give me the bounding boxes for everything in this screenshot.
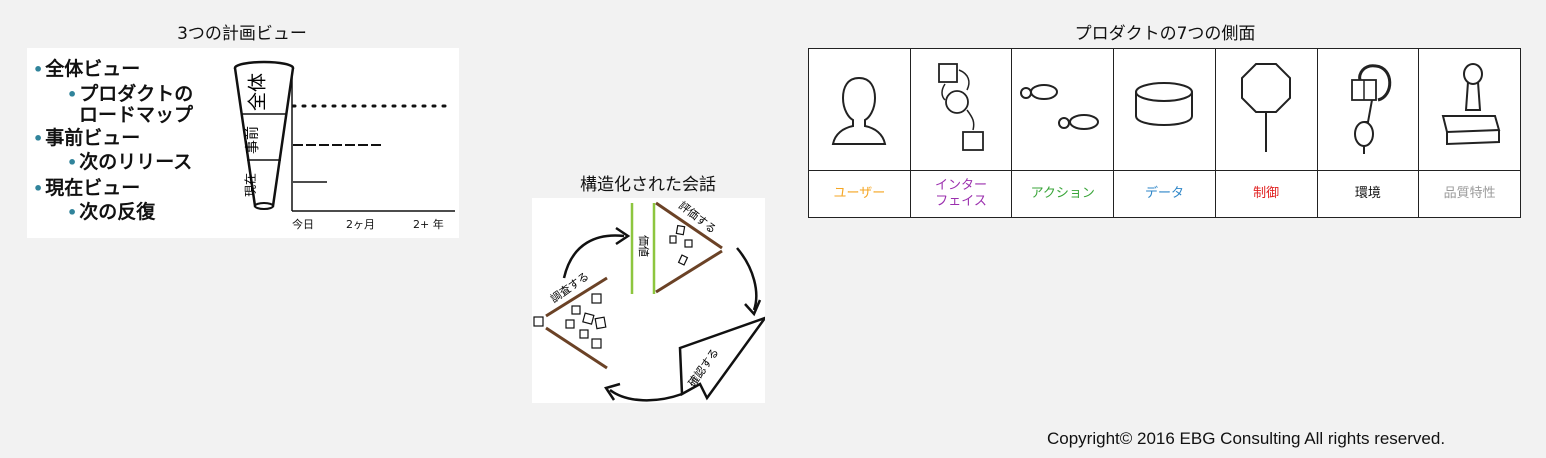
aspect-label-control: 制御	[1214, 170, 1318, 218]
aspect-icon-cell-data	[1113, 48, 1216, 171]
aspect-label-action: アクション	[1011, 170, 1115, 218]
axis-tick-2-months: 2ヶ月	[346, 218, 375, 231]
structured-conversation-title: 構造化された会話	[580, 175, 716, 195]
aspect-label-quality: 品質特性	[1418, 170, 1521, 218]
flow-boxes-icon	[938, 62, 984, 151]
structured-conversation-panel: 価値 評価する 調査する 確認する	[532, 198, 769, 403]
aspect-icon-cell-environment	[1316, 48, 1420, 171]
planning-views-title: 3つの計画ビュー	[177, 24, 307, 44]
aspect-label-user: ユーザー	[808, 170, 911, 218]
axis-tick-2plus-years: 2+ 年	[413, 218, 444, 231]
footprints-icon	[1019, 83, 1099, 130]
conversation-cycle-diagram: 価値 評価する 調査する 確認する	[533, 198, 769, 402]
aspect-icon-cell-user	[808, 48, 911, 171]
aspect-label-data: データ	[1113, 170, 1216, 218]
axis-tick-today: 今日	[292, 218, 314, 231]
product-aspects-title: プロダクトの7つの側面	[1074, 24, 1256, 44]
evaluate-idea-boxes	[669, 224, 693, 266]
bullet-next-release: •次のリリース	[67, 151, 193, 173]
cylinder-icon	[1135, 81, 1194, 126]
stamp-icon	[1441, 62, 1500, 145]
explore-idea-boxes	[565, 293, 607, 349]
aspect-icon-cell-interface	[909, 48, 1013, 171]
start-box	[533, 316, 544, 327]
aspect-icon-cell-action	[1011, 48, 1115, 171]
funnel-label-lookahead: 事前	[244, 126, 261, 154]
aspect-icon-cell-quality	[1418, 48, 1521, 171]
funnel-label-overall: 全体	[247, 73, 269, 111]
bullet-next-iteration: •次の反復	[67, 201, 156, 223]
aspect-label-interface: インターフェイス	[909, 170, 1013, 218]
gift-hook-icon	[1350, 63, 1392, 154]
stop-sign-icon	[1241, 62, 1292, 152]
head-silhouette-icon	[832, 76, 887, 145]
bullet-overall-view: •全体ビュー	[33, 58, 141, 80]
value-label: 価値	[637, 235, 650, 257]
copyright-notice: Copyright© 2016 EBG Consulting All right…	[1047, 429, 1446, 448]
bullet-product: •プロダクトの	[67, 83, 194, 105]
funnel-label-current: 現在	[244, 173, 258, 197]
product-aspects-table: ユーザー インターフェイス アクション データ 制御 環境 品質特性	[808, 48, 1521, 218]
bullet-lookahead-view: •事前ビュー	[33, 127, 141, 149]
aspect-icon-cell-control	[1214, 48, 1318, 171]
planning-views-panel: •全体ビュー •プロダクトの ロードマップ •事前ビュー •次のリリース •現在…	[27, 48, 459, 238]
aspect-label-environment: 環境	[1316, 170, 1420, 218]
funnel-graphic: 全体 事前 現在	[233, 60, 455, 212]
bullet-roadmap: ロードマップ	[79, 104, 194, 126]
bullet-current-view: •現在ビュー	[33, 177, 141, 199]
